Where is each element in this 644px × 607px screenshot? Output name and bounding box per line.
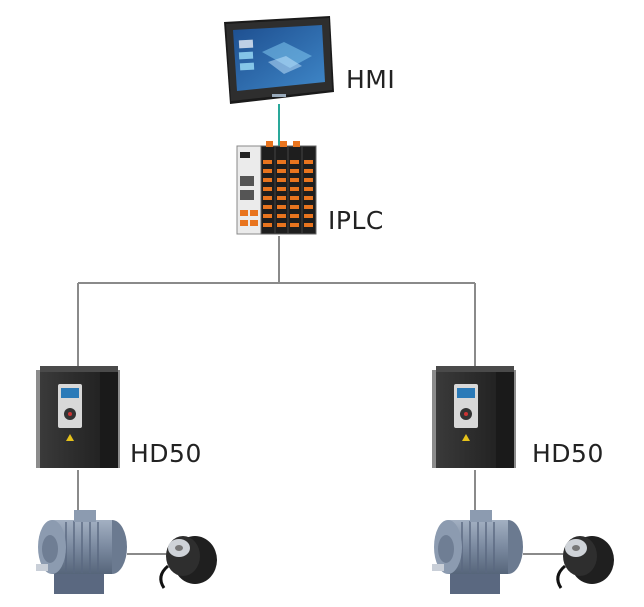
connection-lines	[77, 104, 565, 555]
frequency-inverter-icon	[432, 366, 516, 468]
touch-panel-icon	[224, 16, 334, 104]
drive-label-right: HD50	[532, 439, 604, 468]
rotary-encoder-icon	[159, 536, 217, 589]
electric-motor-icon	[432, 510, 523, 594]
frequency-inverter-icon	[36, 366, 120, 468]
plc-module-icon	[236, 141, 317, 235]
rotary-encoder-icon	[556, 536, 614, 589]
hmi-label: HMI	[346, 65, 396, 94]
electric-motor-icon	[36, 510, 127, 594]
drive-label-left: HD50	[130, 439, 202, 468]
plc-label: IPLC	[328, 206, 384, 235]
